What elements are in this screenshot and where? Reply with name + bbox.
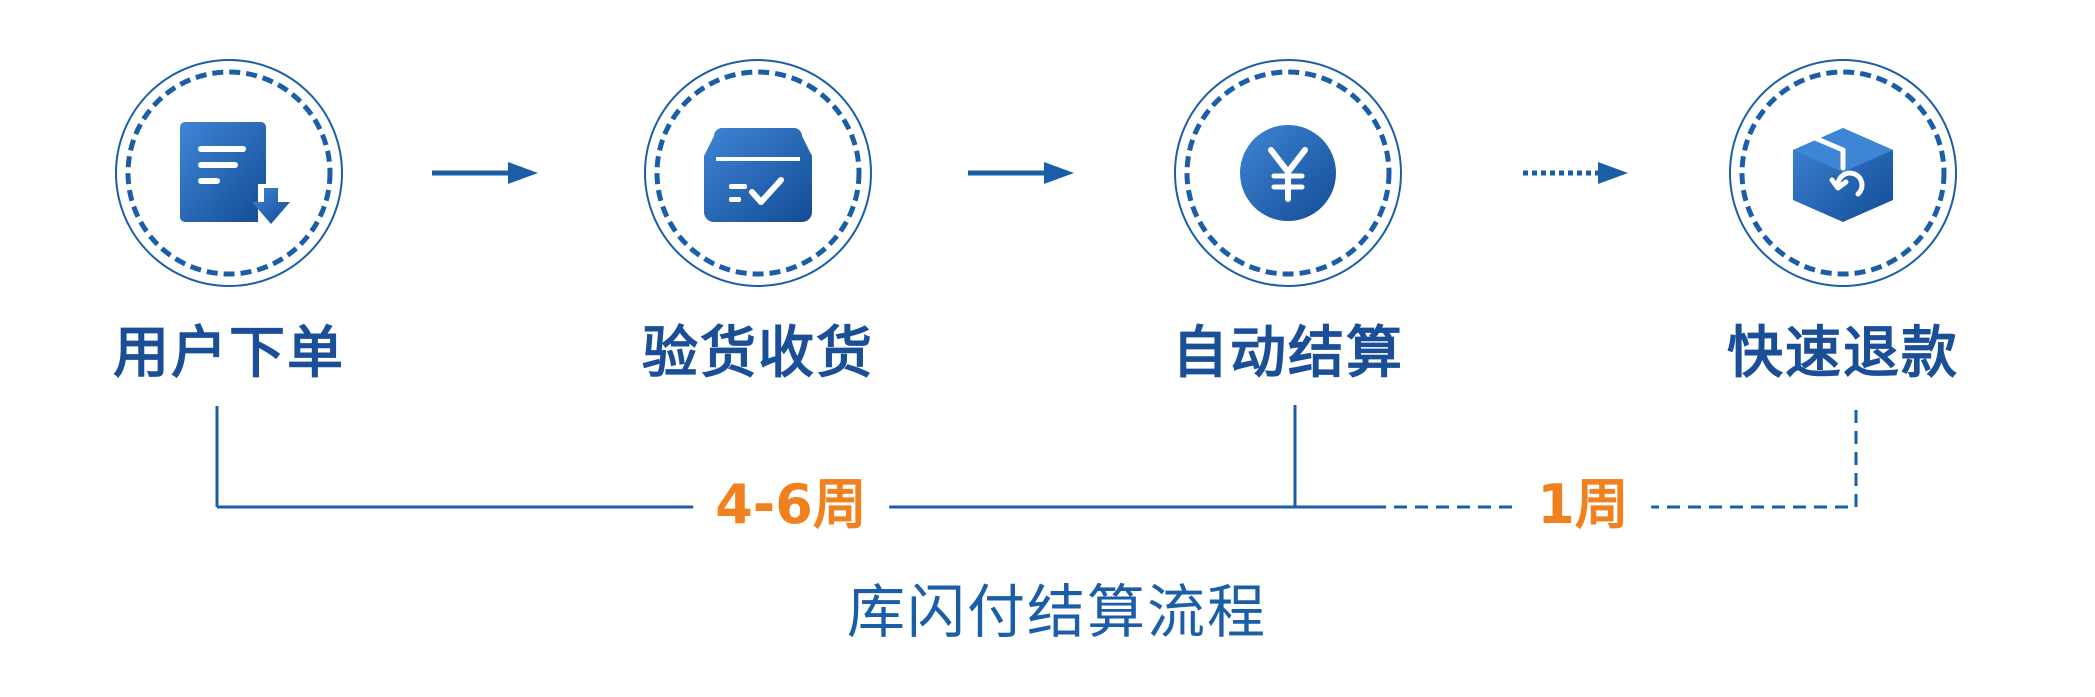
inspect-box-check-icon [704,128,812,222]
duration-main: 4-6周 [693,478,889,532]
refund-box-icon [1793,128,1893,222]
step-label-inspect: 验货收货 [642,321,874,386]
arrow-1 [432,162,538,184]
arrow-3-dotted [1523,162,1628,184]
step-settle-node [1174,59,1402,287]
step-label-settle: 自动结算 [1172,321,1404,386]
diagram-title: 库闪付结算流程 [846,578,1268,646]
arrow-2 [968,162,1074,184]
step-refund-node [1729,59,1957,287]
order-download-icon [180,122,290,224]
step-label-refund: 快速退款 [1727,321,1959,386]
step-order-node [115,59,343,287]
duration-refund: 1周 [1515,478,1651,532]
yuan-coin-icon [1240,125,1336,221]
step-label-order: 用户下单 [113,321,345,386]
step-inspect-node [644,59,872,287]
